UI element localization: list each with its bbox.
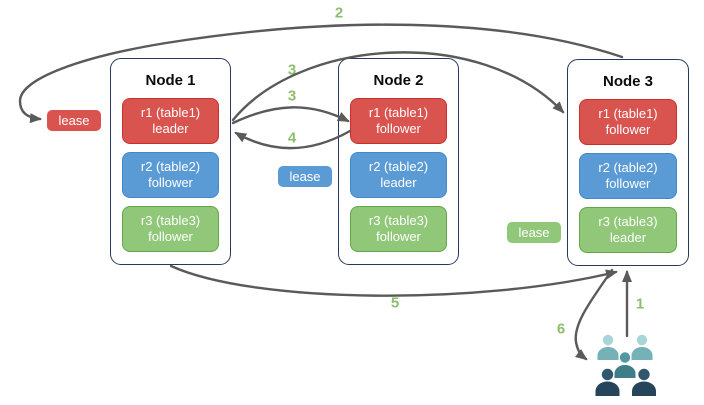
node-3-box: Node 3 r1 (table1) follower r2 (table2) … [567, 59, 689, 266]
replica-range-label: r2 (table2) [368, 159, 429, 174]
replica-role-label: follower [376, 229, 421, 244]
node-1-title: Node 1 [145, 71, 196, 89]
node-2-title: Node 2 [373, 71, 424, 89]
replica-role-label: leader [609, 230, 647, 245]
step-label-3-to-node2: 3 [287, 87, 297, 105]
lease-badge-table1: lease [47, 110, 101, 131]
step-label-4: 4 [287, 129, 297, 147]
replica-range-label: r3 (table3) [368, 213, 429, 228]
node-1-box: Node 1 r1 (table1) leader r2 (table2) fo… [110, 58, 231, 265]
node-2-replica-r1: r1 (table1) follower [350, 98, 447, 144]
node-1-replica-r3: r3 (table3) follower [122, 206, 219, 252]
replica-role-label: follower [148, 175, 193, 190]
lease-badge-table3: lease [507, 222, 561, 243]
replica-range-label: r1 (table1) [368, 105, 429, 120]
replica-role-label: follower [605, 122, 651, 137]
replica-range-label: r3 (table3) [598, 214, 658, 229]
node-2-box: Node 2 r1 (table1) follower r2 (table2) … [338, 58, 459, 265]
arrow-step-3-leader-to-node2 [231, 106, 350, 125]
replica-role-label: follower [376, 121, 421, 136]
replica-range-label: r1 (table1) [598, 106, 658, 121]
arrow-step-5-node1-to-node3 [169, 264, 618, 297]
node-2-replica-r3: r3 (table3) follower [350, 206, 447, 252]
replica-role-label: follower [605, 176, 651, 191]
replica-role-label: leader [152, 121, 189, 136]
step-label-5: 5 [390, 294, 400, 312]
clients-group-icon [595, 334, 656, 396]
step-label-2: 2 [334, 4, 344, 22]
node-3-title: Node 3 [602, 72, 653, 90]
replica-role-label: follower [148, 229, 193, 244]
replica-role-label: leader [380, 175, 417, 190]
replica-range-label: r2 (table2) [140, 159, 201, 174]
arrow-step-6-node3-to-clients [574, 268, 614, 361]
step-label-1: 1 [635, 295, 645, 313]
lease-badge-table2: lease [278, 166, 332, 187]
replica-range-label: r2 (table2) [598, 160, 658, 175]
replica-range-label: r3 (table3) [140, 213, 201, 228]
step-label-3-to-node3: 3 [287, 61, 297, 79]
node-1-replica-r2: r2 (table2) follower [122, 152, 219, 198]
step-label-6: 6 [556, 320, 566, 338]
node-2-replica-r2: r2 (table2) leader [350, 152, 447, 198]
node-3-replica-r1: r1 (table1) follower [579, 99, 677, 145]
replica-range-label: r1 (table1) [140, 105, 201, 120]
node-1-replica-r1: r1 (table1) leader [122, 98, 219, 144]
node-3-replica-r2: r2 (table2) follower [579, 153, 677, 199]
node-3-replica-r3: r3 (table3) leader [579, 207, 677, 253]
